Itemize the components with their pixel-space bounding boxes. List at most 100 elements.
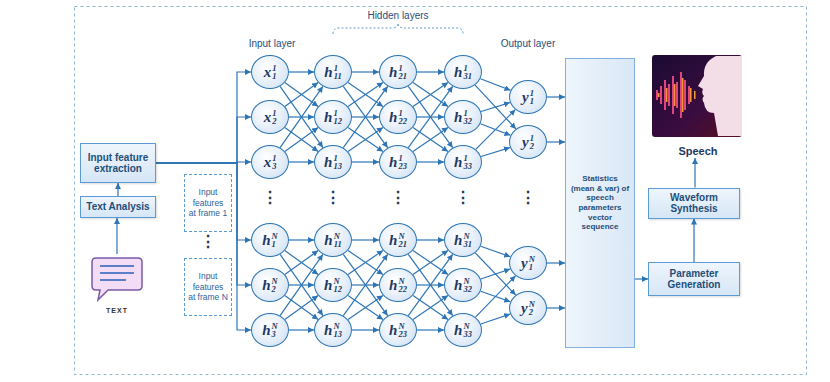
connector bbox=[285, 128, 318, 152]
subscript: 2 bbox=[530, 142, 534, 151]
connector bbox=[481, 314, 510, 324]
index-stack: N1 bbox=[529, 255, 535, 272]
index-stack: N11 bbox=[334, 232, 342, 249]
connector bbox=[156, 117, 251, 163]
neuron-symbol: h bbox=[389, 65, 397, 80]
connector bbox=[481, 79, 511, 91]
connector bbox=[348, 82, 383, 106]
connector bbox=[285, 251, 318, 275]
process-box: Input feature extraction bbox=[80, 143, 156, 183]
neuron-circle: hN13 bbox=[314, 313, 352, 347]
connector bbox=[413, 127, 448, 151]
connector bbox=[348, 127, 383, 151]
speech-output: Speech bbox=[650, 52, 746, 158]
subscript: 1 bbox=[530, 97, 534, 106]
neuron-circle: h121 bbox=[379, 55, 417, 89]
layer-brace bbox=[333, 23, 463, 34]
subscript: 33 bbox=[463, 330, 472, 339]
neuron-symbol: h bbox=[324, 278, 332, 293]
connector bbox=[693, 219, 694, 263]
connector bbox=[481, 269, 510, 279]
neuron-circle: h123 bbox=[379, 145, 417, 179]
connector bbox=[352, 161, 379, 162]
index-stack: 11 bbox=[530, 89, 534, 106]
subscript: 12 bbox=[333, 285, 342, 294]
subscript: 33 bbox=[463, 162, 472, 171]
index-stack: N1 bbox=[272, 232, 278, 249]
drawing-part bbox=[672, 76, 674, 114]
superscript: 1 bbox=[530, 134, 534, 143]
subscript: 13 bbox=[333, 162, 342, 171]
superscript: 1 bbox=[333, 154, 342, 163]
subscript: 32 bbox=[463, 285, 472, 294]
neuron-symbol: h bbox=[324, 233, 332, 248]
neuron-circle: hN12 bbox=[314, 268, 352, 302]
output-neuron: y12 bbox=[509, 125, 547, 159]
bubble-line bbox=[100, 279, 126, 281]
neuron-symbol: h bbox=[454, 233, 462, 248]
neuron-symbol: h bbox=[389, 323, 397, 338]
neuron-symbol: x bbox=[264, 155, 272, 170]
superscript: 1 bbox=[398, 154, 407, 163]
output-neuron: yN1 bbox=[509, 246, 547, 280]
ellipsis-dots: ⋮ bbox=[518, 190, 538, 206]
neuron-symbol: h bbox=[324, 155, 332, 170]
ellipsis-dots: ⋮ bbox=[388, 190, 408, 206]
index-stack: N22 bbox=[398, 277, 407, 294]
waveform-bars bbox=[658, 78, 696, 112]
connector bbox=[481, 148, 510, 157]
superscript: 1 bbox=[398, 109, 407, 118]
index-stack: 131 bbox=[463, 64, 472, 81]
index-stack: N31 bbox=[463, 232, 472, 249]
drawing-part bbox=[676, 82, 678, 108]
neuron-symbol: y bbox=[522, 90, 529, 105]
neuron-symbol: h bbox=[262, 278, 270, 293]
subscript: 31 bbox=[463, 72, 472, 81]
superscript: N bbox=[529, 255, 535, 264]
subscript: 1 bbox=[529, 263, 535, 272]
connector bbox=[635, 278, 648, 279]
index-stack: 11 bbox=[272, 64, 276, 81]
neuron-circle: hN32 bbox=[444, 268, 482, 302]
neuron-symbol: x bbox=[264, 110, 272, 125]
process-box: Parameter Generation bbox=[648, 262, 740, 296]
drawing-part bbox=[656, 90, 658, 100]
subscript: 2 bbox=[272, 285, 278, 294]
connector bbox=[348, 250, 383, 274]
neuron-symbol: h bbox=[324, 110, 332, 125]
neuron-symbol: y bbox=[521, 256, 528, 271]
neuron-circle: hN33 bbox=[444, 313, 482, 347]
subscript: 1 bbox=[272, 240, 278, 249]
output-neuron: y11 bbox=[509, 80, 547, 114]
neuron-circle: h111 bbox=[314, 55, 352, 89]
superscript: 1 bbox=[333, 109, 342, 118]
superscript: 1 bbox=[272, 154, 276, 163]
index-stack: N33 bbox=[463, 322, 472, 339]
connector bbox=[348, 250, 383, 274]
connector bbox=[348, 127, 383, 151]
connector bbox=[547, 141, 565, 142]
neuron-circle: hN31 bbox=[444, 223, 482, 257]
index-stack: N2 bbox=[529, 300, 535, 317]
connector bbox=[417, 239, 444, 240]
connector bbox=[413, 127, 448, 151]
drawing-part bbox=[688, 86, 690, 104]
superscript: N bbox=[398, 232, 407, 241]
neuron-symbol: h bbox=[389, 278, 397, 293]
subscript: 3 bbox=[272, 162, 276, 171]
connector bbox=[348, 295, 383, 319]
connector bbox=[413, 82, 448, 106]
neuron-circle: hN23 bbox=[379, 313, 417, 347]
ellipsis-dots: ⋮ bbox=[453, 190, 473, 206]
connector bbox=[352, 71, 379, 72]
drawing-part bbox=[660, 86, 662, 104]
neuron-circle: hN11 bbox=[314, 223, 352, 257]
output-neuron: yN2 bbox=[509, 291, 547, 325]
connector bbox=[417, 161, 444, 162]
speech-bubble-icon bbox=[92, 258, 142, 300]
node-text: Waveform Synthesis bbox=[652, 192, 736, 215]
connector bbox=[348, 295, 383, 319]
neuron-symbol: h bbox=[454, 110, 462, 125]
subscript: 1 bbox=[272, 72, 276, 81]
neuron-circle: hN22 bbox=[379, 268, 417, 302]
